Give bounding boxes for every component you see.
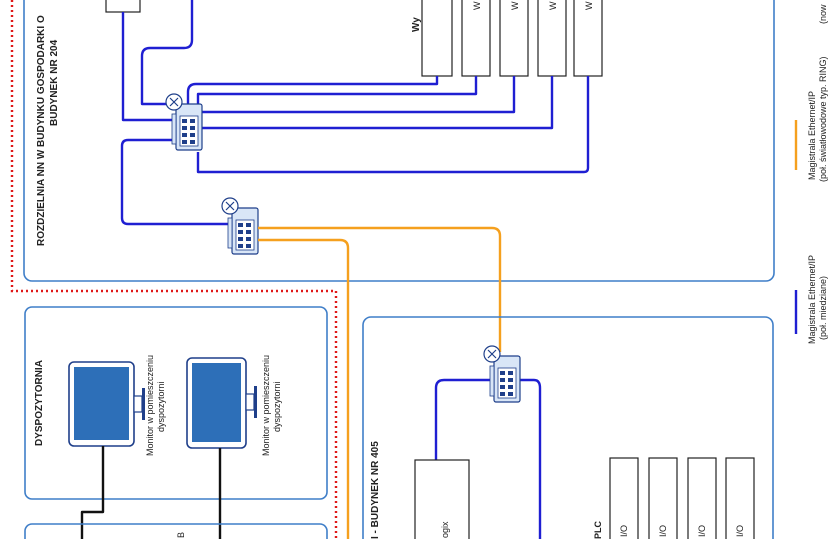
- network-switch-icon: [221, 197, 259, 255]
- network-switch-icon: [165, 93, 203, 151]
- top-device-box: [105, 0, 141, 13]
- partial-panel-text: B: [176, 532, 186, 538]
- module-label-1: W: [472, 1, 482, 10]
- top-modules: [421, 0, 603, 77]
- legend-copper-line2: (poł. miedziane): [818, 276, 828, 340]
- io-modules: [609, 457, 755, 539]
- logix-label: ogix: [440, 521, 450, 538]
- copper-links-bottom: [434, 378, 542, 539]
- monitor-icon: [186, 357, 257, 449]
- black-cables: [80, 446, 222, 539]
- legend-fiber-line2: (poł. światłowodowe typ. RING): [818, 56, 828, 182]
- rozdzielnia-panel: [23, 0, 775, 282]
- fiber-links: [258, 226, 502, 539]
- partial-panel: [24, 523, 328, 539]
- budynek405-title: I - BUDYNEK NR 405: [370, 441, 381, 539]
- monitor-1-label-line1: Monitor w pomieszczeniu: [145, 355, 155, 456]
- budynek405-panel: [362, 316, 774, 539]
- zone-boundary: [10, 0, 338, 539]
- io-label-3: I/O: [697, 525, 707, 537]
- monitor-2-label-line2: dyspozytorni: [272, 381, 282, 432]
- rozdzielnia-title: ROZDZIELNIA NN W BUDYNKU GOSPODARKI O: [36, 15, 47, 246]
- module-label-3: W: [548, 1, 558, 10]
- legend-partial: (now: [818, 4, 828, 24]
- module-label-4: W: [584, 1, 594, 10]
- network-switch-icon: [483, 345, 521, 403]
- logix-box: [414, 459, 470, 539]
- dyspozytornia-panel: [24, 306, 328, 500]
- rozdzielnia-subtitle: BUDYNEK NR 204: [49, 39, 60, 126]
- wy-label: Wy: [411, 17, 422, 32]
- legend-fiber-line1: Magistrala Ethernet/IP: [807, 91, 817, 180]
- monitor-1-label-line2: dyspozytorni: [156, 381, 166, 432]
- module-label-2: W: [510, 1, 520, 10]
- monitor-icon: [68, 361, 145, 447]
- io-label-1: I/O: [619, 525, 629, 537]
- plc-label: PLC: [593, 520, 603, 539]
- dyspozytornia-title: DYSPOZYTORNIA: [34, 360, 45, 446]
- legend-copper-line1: Magistrala Ethernet/IP: [807, 255, 817, 344]
- copper-links-top: [120, 0, 590, 226]
- io-label-2: I/O: [658, 525, 668, 537]
- io-label-4: I/O: [735, 525, 745, 537]
- monitor-2-label-line1: Monitor w pomieszczeniu: [261, 355, 271, 456]
